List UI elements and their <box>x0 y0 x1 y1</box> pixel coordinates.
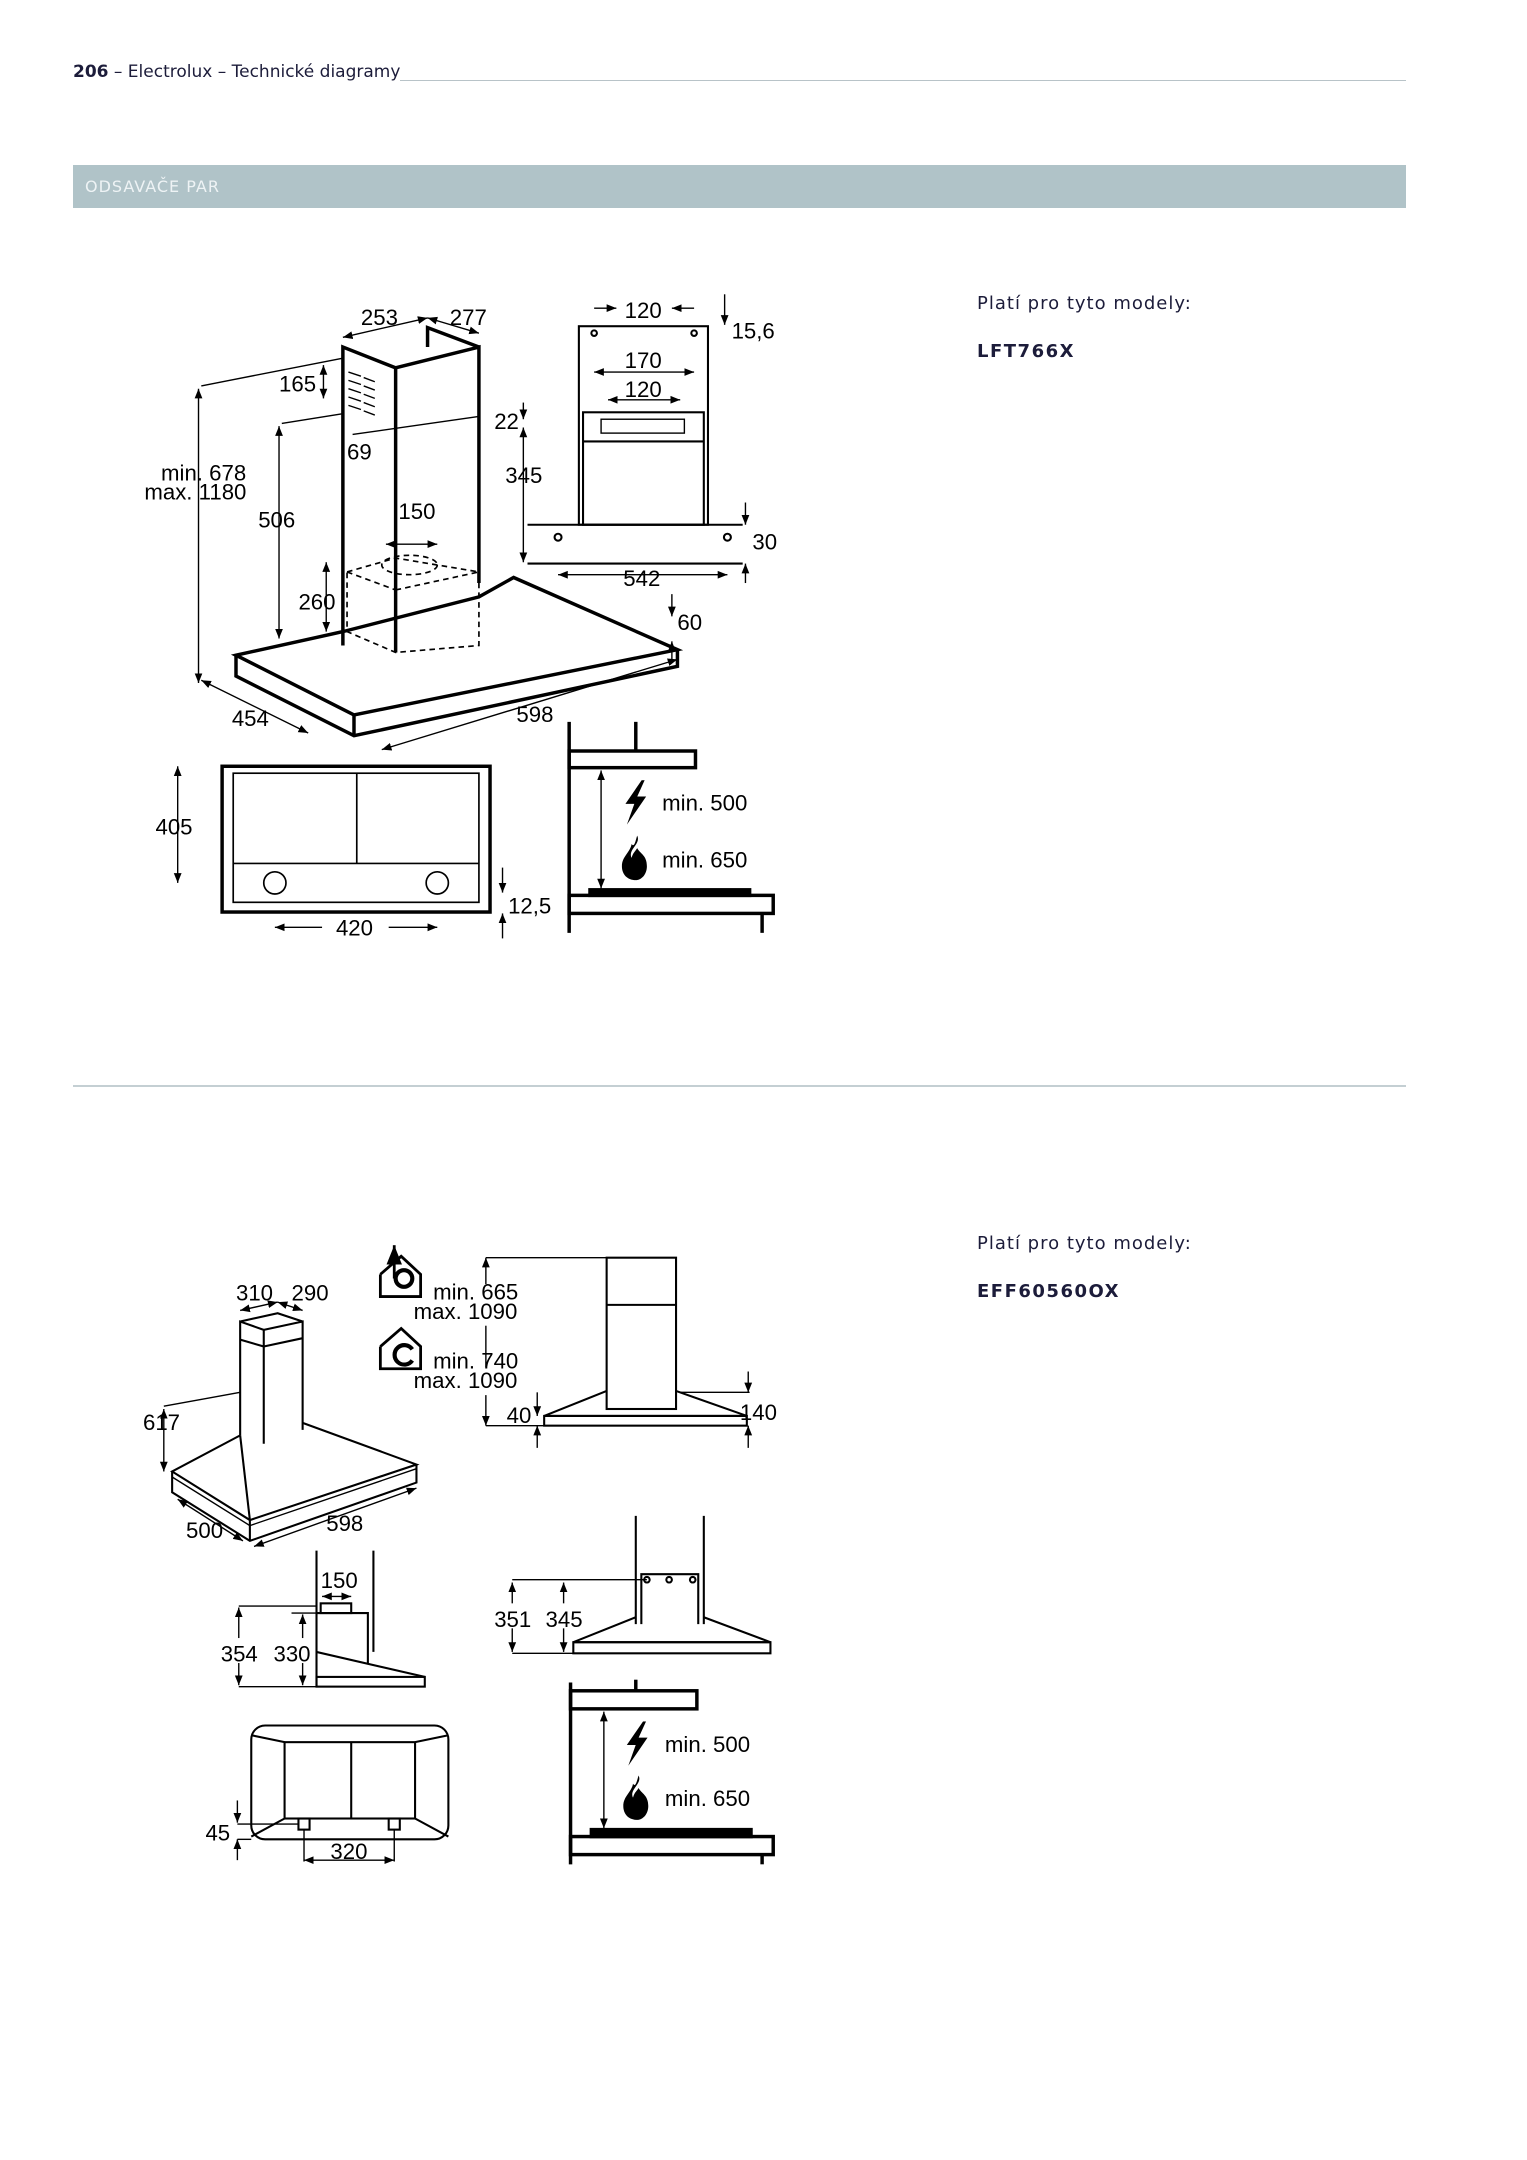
dim-label: 45 <box>205 1821 230 1846</box>
bottom-view-2 <box>233 1724 450 1865</box>
dim-label: 330 <box>273 1642 310 1667</box>
dim-label: 506 <box>258 508 295 533</box>
diagram-eff60560ox <box>159 1245 775 1865</box>
dimension-lines <box>194 316 678 751</box>
diagram-2-labels: 310 290 617 500 598 min. 665 max. 1090 m… <box>143 1279 777 1863</box>
dim-label: 165 <box>279 371 316 396</box>
front-view <box>481 1256 753 1448</box>
page-header: 206 – Electrolux – Technické diagramy <box>73 62 400 82</box>
dim-label: 405 <box>155 814 192 839</box>
bottom-view <box>173 764 507 939</box>
header-title: – Electrolux – Technické diagramy <box>108 62 401 82</box>
chimney-vents <box>348 371 376 416</box>
clearance-gas-label: min. 650 <box>665 1786 750 1811</box>
dim-label: 345 <box>546 1607 583 1632</box>
house-icons <box>378 1245 423 1371</box>
dim-label: 290 <box>292 1281 329 1306</box>
dim-label: 120 <box>625 377 662 402</box>
dim-label: 150 <box>321 1568 358 1593</box>
chimney-drawing <box>341 325 481 653</box>
page-number: 206 <box>73 62 109 82</box>
dimension-lines-2 <box>159 1300 417 1548</box>
dim-label: 12,5 <box>508 893 551 918</box>
dim-label: 30 <box>752 530 777 555</box>
diagram-1-labels: 253 277 165 69 min. 678 max. 1180 506 15… <box>144 298 777 941</box>
clearance-view-2 <box>568 1679 775 1865</box>
dim-label: 454 <box>232 706 269 731</box>
dim-label: min. 740 <box>433 1349 518 1374</box>
electric-bolt-icon <box>626 1721 648 1766</box>
dim-label: 320 <box>330 1839 367 1864</box>
dim-label: 310 <box>236 1281 273 1306</box>
electric-bolt-icon <box>625 780 647 825</box>
dim-label: 120 <box>625 298 662 323</box>
dim-label: 351 <box>494 1607 531 1632</box>
dim-label: 60 <box>677 610 702 635</box>
gas-flame-icon <box>623 1775 649 1820</box>
dim-label: 170 <box>625 348 662 373</box>
clearance-view <box>567 721 775 933</box>
dim-label: 69 <box>347 439 372 464</box>
recirculation-mode-icon <box>378 1326 423 1371</box>
dim-label: 253 <box>361 305 398 330</box>
side-view <box>234 1550 426 1688</box>
dim-label: 354 <box>221 1642 258 1667</box>
dim-label: max. 1090 <box>414 1299 518 1324</box>
dim-label: 15,6 <box>732 319 775 344</box>
models-label-1: Platí pro tyto modely: <box>977 293 1192 314</box>
dim-label: 500 <box>186 1518 223 1543</box>
dim-label: 22 <box>494 409 519 434</box>
model-name-2: EFF60560OX <box>977 1281 1121 1302</box>
dim-label: 260 <box>298 589 335 614</box>
mounting-view <box>519 294 750 584</box>
dim-label: 420 <box>336 916 373 941</box>
dim-label: 345 <box>505 463 542 488</box>
clearance-electric-label: min. 500 <box>662 791 747 816</box>
dim-label: 277 <box>450 305 487 330</box>
motor-box-dashed <box>346 554 480 654</box>
models-label-2: Platí pro tyto modely: <box>977 1233 1192 1254</box>
back-view <box>508 1515 772 1655</box>
model-name-1: LFT766X <box>977 341 1075 362</box>
clearance-gas-label: min. 650 <box>662 848 747 873</box>
header-rule <box>400 80 1406 81</box>
gas-flame-icon <box>621 835 647 881</box>
clearance-electric-label: min. 500 <box>665 1732 750 1757</box>
dim-label: 140 <box>740 1400 777 1425</box>
ducted-mode-icon <box>378 1254 423 1298</box>
dim-label: 598 <box>326 1511 363 1536</box>
dim-label: min. 678 <box>161 460 246 485</box>
dim-label: 598 <box>516 702 553 727</box>
dim-label: min. 665 <box>433 1279 518 1304</box>
dim-label: max. 1180 <box>144 480 246 505</box>
diagram-lft766x <box>173 294 775 939</box>
section-title: ODSAVAČE PAR <box>85 177 220 196</box>
dim-label: max. 1090 <box>414 1368 518 1393</box>
section-band: ODSAVAČE PAR <box>73 165 1406 208</box>
section-divider <box>73 1085 1406 1087</box>
dim-label: 40 <box>507 1403 532 1428</box>
chimney-hood-drawing <box>170 1312 420 1543</box>
dim-label: 542 <box>623 566 660 591</box>
dim-label: 150 <box>398 499 435 524</box>
canopy-drawing <box>230 575 684 738</box>
dim-label: 617 <box>143 1410 180 1435</box>
